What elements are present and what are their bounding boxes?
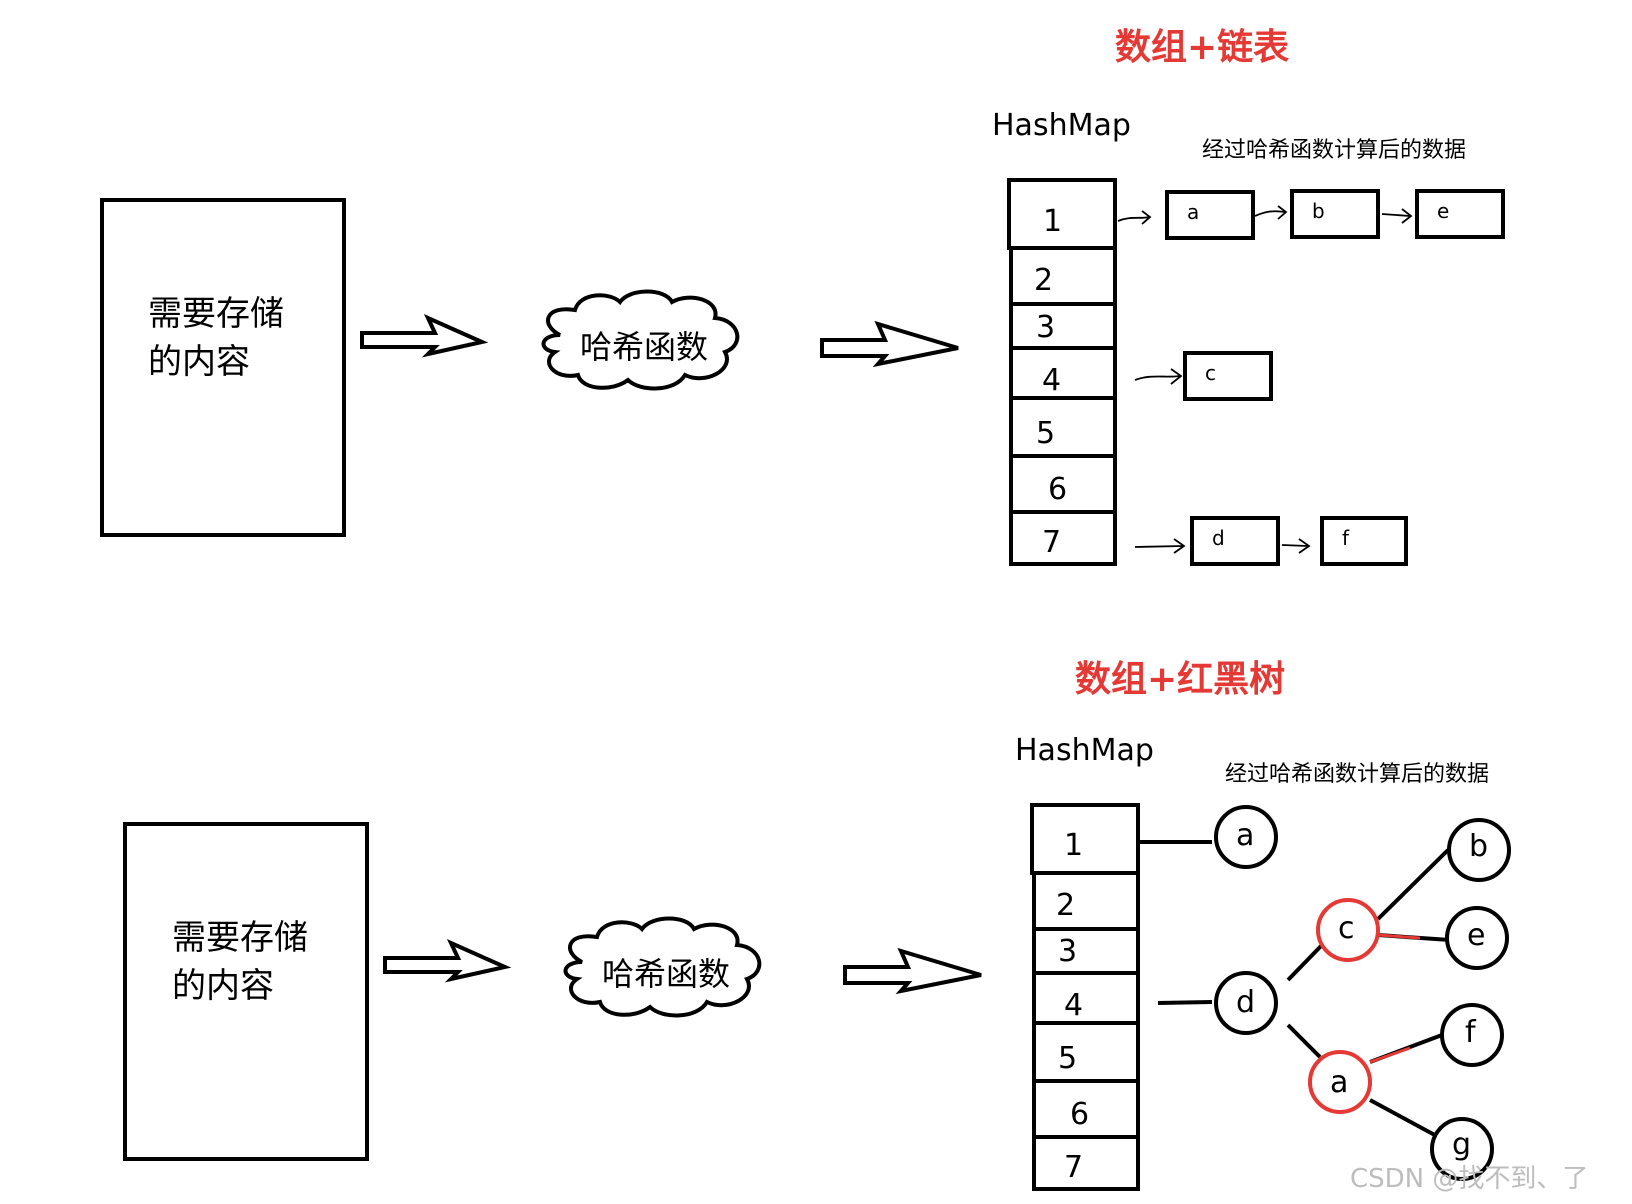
slot-number: 3 [1036,310,1056,345]
slot-number: 7 [1042,525,1062,560]
array-slot-3 [1032,927,1140,975]
tree-node-d [1214,971,1278,1035]
chain-arrows-top [1117,205,1413,554]
array-slot-1 [1030,803,1140,875]
slot-number: 4 [1064,988,1084,1023]
tree-node-g [1430,1117,1494,1181]
slot-number: 3 [1058,934,1078,969]
tree-label-c: c [1338,911,1355,946]
tree-label-a-red: a [1330,1065,1349,1100]
bottom-title: 数组+红黑树 [1075,659,1286,700]
tree-node-e [1445,906,1509,970]
array-slot-2 [1032,871,1140,931]
hash-cloud-shape-2 [563,916,762,1018]
array-slot-5 [1032,1021,1140,1083]
storage-text-line1-bottom: 需要存储 [172,918,308,958]
slot-number: 6 [1070,1097,1090,1132]
result-label-bottom: 经过哈希函数计算后的数据 [1225,762,1490,787]
storage-box-bottom [123,822,369,1161]
tree-node-b [1447,818,1511,882]
hash-cloud-shape [541,289,740,391]
flow-arrow-2 [820,320,959,368]
chain-node-b: b [1290,189,1380,239]
chain-node-e: e [1415,189,1505,239]
tree-node-f [1440,1003,1504,1067]
tree-node-a-top [1214,805,1278,869]
chain-node-c: c [1183,351,1273,401]
array-slot-5 [1009,396,1117,458]
slot-number: 2 [1034,263,1054,298]
slot-number: 4 [1042,363,1062,398]
flow-arrow-4 [843,947,982,995]
storage-box-top [100,198,346,537]
tree-node-circles [1214,805,1511,1181]
array-slot-4 [1009,346,1117,400]
storage-text-line2-top: 的内容 [148,342,250,382]
array-slot-7 [1032,1135,1140,1191]
tree-label-f: f [1465,1015,1476,1050]
slot-number: 5 [1058,1041,1078,1076]
tree-node-a-red [1308,1050,1372,1114]
hashmap-label-bottom: HashMap [1015,733,1154,768]
array-slot-4 [1032,971,1140,1025]
csdn-watermark: CSDN @找不到、了 [1350,1164,1589,1194]
top-title: 数组+链表 [1115,27,1290,68]
tree-label-a-top: a [1236,818,1255,853]
slot-number: 1 [1043,204,1063,239]
tree-label-e: e [1467,918,1486,953]
hash-function-label-top: 哈希函数 [580,328,709,366]
array-slot-3 [1009,302,1117,350]
slot-number: 5 [1036,416,1056,451]
slot-number: 2 [1056,888,1076,923]
hash-function-label-bottom: 哈希函数 [602,955,731,993]
array-slot-2 [1009,246,1117,306]
flow-arrow-1 [360,314,489,358]
slot-number: 7 [1064,1150,1084,1185]
tree-node-c [1316,898,1380,962]
chain-node-a: a [1165,190,1255,240]
chain-node-d: d [1190,516,1280,566]
tree-label-d: d [1236,985,1256,1020]
tree-label-g: g [1452,1127,1472,1162]
hashmap-label-top: HashMap [992,108,1131,143]
result-label-top: 经过哈希函数计算后的数据 [1202,138,1467,163]
chain-node-f: f [1320,516,1408,566]
slot-number: 1 [1064,828,1084,863]
storage-text-line2-bottom: 的内容 [172,966,274,1006]
array-slot-7 [1009,510,1117,566]
flow-arrow-3 [383,939,512,983]
storage-text-line1-top: 需要存储 [148,294,284,334]
tree-label-b: b [1469,829,1489,864]
slot-number: 6 [1048,472,1068,507]
slot-connectors-bottom [1140,840,1213,1005]
